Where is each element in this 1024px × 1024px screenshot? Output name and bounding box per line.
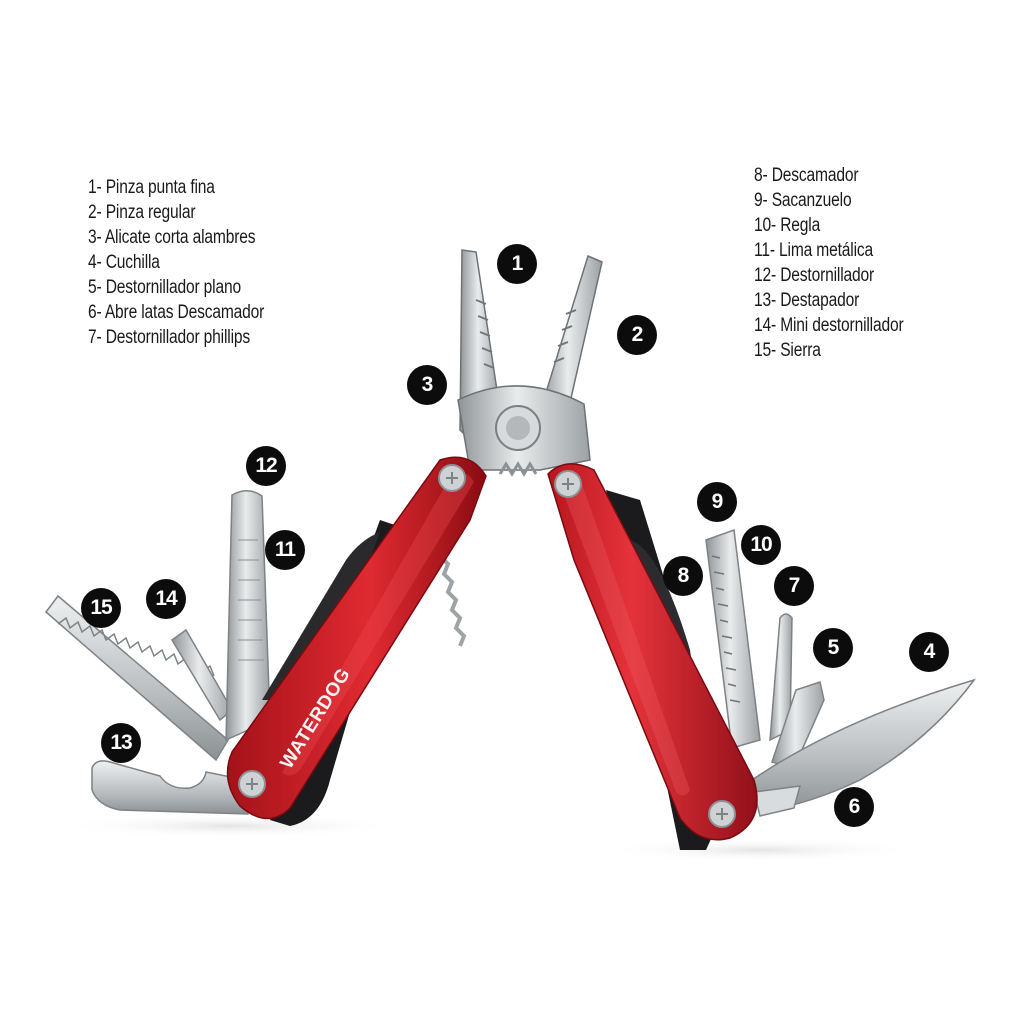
legend-item: 4- Cuchilla xyxy=(88,252,160,273)
legend-item: 8- Descamador xyxy=(754,165,859,186)
callout-6: 6 xyxy=(834,787,874,827)
legend-item: 11- Lima metálica xyxy=(754,240,874,261)
knife-blade xyxy=(751,678,976,813)
metal-file xyxy=(225,490,271,742)
left-handle: WATERDOG xyxy=(226,456,487,826)
callout-11: 11 xyxy=(265,530,305,570)
ruler-hook xyxy=(705,528,761,749)
callout-8: 8 xyxy=(663,556,703,596)
callout-7: 7 xyxy=(774,566,814,606)
callout-15: 15 xyxy=(81,588,121,628)
callout-12: 12 xyxy=(246,446,286,486)
legend-item: 1- Pinza punta fina xyxy=(88,177,215,198)
legend-item: 10- Regla xyxy=(754,215,821,236)
callout-10: 10 xyxy=(741,525,781,565)
bottle-opener xyxy=(91,760,249,815)
tool-legend-left: 1- Pinza punta fina 2- Pinza regular 3- … xyxy=(88,175,264,350)
legend-item: 15- Sierra xyxy=(754,340,821,361)
callout-9: 9 xyxy=(697,482,737,522)
callout-1: 1 xyxy=(497,244,537,284)
right-handle xyxy=(547,463,758,850)
can-opener xyxy=(753,785,802,817)
screw-left-top xyxy=(438,464,466,492)
callout-13: 13 xyxy=(101,723,141,763)
legend-item: 13- Destapador xyxy=(754,290,860,311)
callout-4: 4 xyxy=(909,632,949,672)
legend-item: 5- Destornillador plano xyxy=(88,277,241,298)
tool-legend-right: 8- Descamador 9- Sacanzuelo 10- Regla 11… xyxy=(754,163,904,363)
legend-item: 9- Sacanzuelo xyxy=(754,190,852,211)
screw-left-bottom xyxy=(238,770,266,798)
screw-right-bottom xyxy=(708,800,736,828)
legend-item: 12- Destornillador xyxy=(754,265,875,286)
flat-screwdriver xyxy=(771,681,825,769)
legend-item: 6- Abre latas Descamador xyxy=(88,302,265,323)
callout-5: 5 xyxy=(813,628,853,668)
callout-2: 2 xyxy=(617,315,657,355)
callout-14: 14 xyxy=(146,579,186,619)
callout-3: 3 xyxy=(407,365,447,405)
legend-item: 2- Pinza regular xyxy=(88,202,196,223)
plier-jaws xyxy=(457,249,603,477)
legend-item: 7- Destornillador phillips xyxy=(88,327,251,348)
legend-item: 3- Alicate corta alambres xyxy=(88,227,256,248)
screw-right-top xyxy=(554,470,582,498)
legend-item: 14- Mini destornillador xyxy=(754,315,904,336)
